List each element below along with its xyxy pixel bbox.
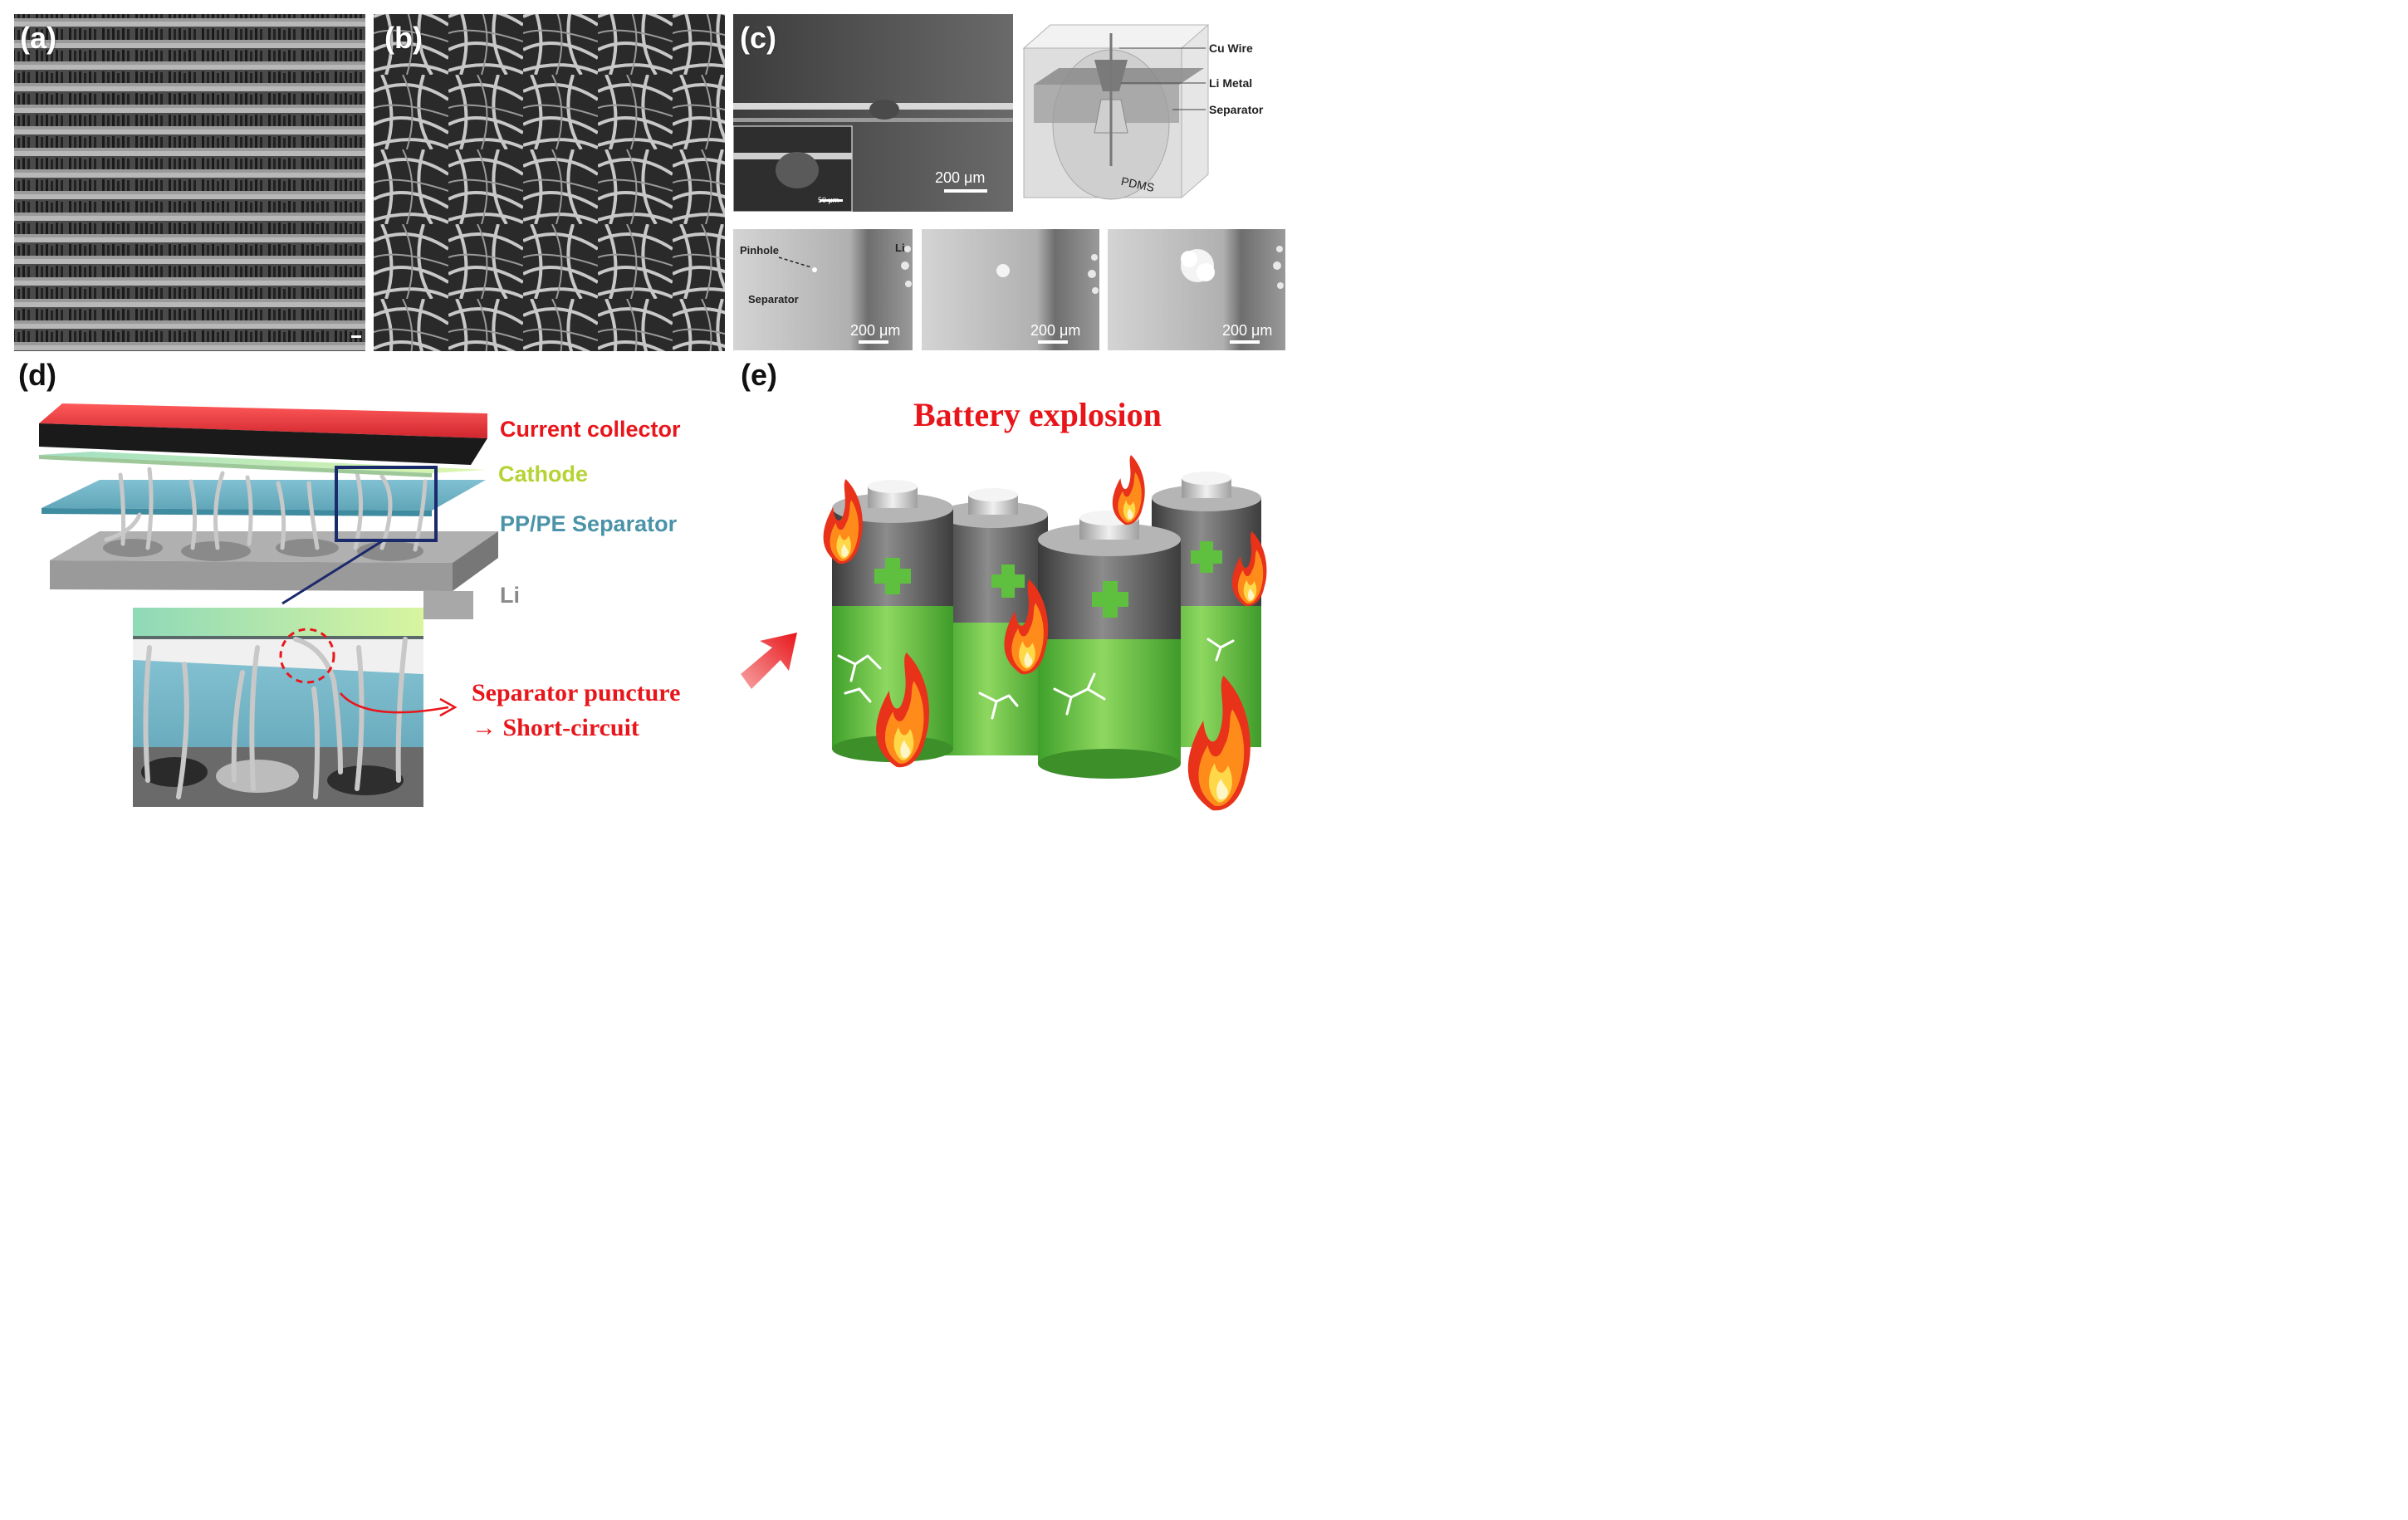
sem-image-a bbox=[14, 14, 365, 351]
pdms-schematic bbox=[1022, 24, 1210, 200]
puncture-label-line1: Separator puncture bbox=[472, 679, 681, 706]
battery-group bbox=[823, 455, 1267, 811]
transition-arrow bbox=[741, 633, 797, 689]
label-separator-c: Separator bbox=[1209, 103, 1264, 116]
panel-label-a: (a) bbox=[20, 21, 56, 55]
zoom-inset bbox=[133, 608, 458, 807]
panel-label-e: (e) bbox=[741, 358, 777, 392]
panel-label-d: (d) bbox=[18, 358, 56, 392]
battery-explosion-title: Battery explosion bbox=[913, 396, 1162, 433]
label-pinhole: Pinhole bbox=[740, 244, 779, 257]
scale-label-optical-3: 200 μm bbox=[1222, 322, 1273, 339]
scale-label-optical-2: 200 μm bbox=[1030, 322, 1081, 339]
zoom-box bbox=[335, 466, 438, 542]
sem-image-b bbox=[374, 14, 725, 351]
scale-label-c-inset: 50 μm bbox=[818, 196, 839, 204]
panel-label-b: (b) bbox=[384, 21, 423, 55]
label-cathode: Cathode bbox=[498, 462, 588, 486]
label-separator-optical: Separator bbox=[748, 293, 799, 305]
label-cu-wire: Cu Wire bbox=[1209, 42, 1253, 55]
optical-image-1 bbox=[733, 229, 913, 350]
scale-bar-c-inset bbox=[820, 199, 843, 202]
figure-canvas bbox=[14, 14, 1285, 811]
label-li-metal: Li Metal bbox=[1209, 76, 1253, 90]
puncture-label-line2: → Short-circuit bbox=[472, 714, 639, 741]
scale-bar-c-top bbox=[944, 189, 987, 193]
dendrite-small bbox=[996, 264, 1010, 277]
puncture-arrow bbox=[340, 692, 449, 714]
label-li: Li bbox=[500, 583, 520, 608]
scale-label-optical-1: 200 μm bbox=[850, 322, 901, 339]
label-li-optical: Li bbox=[895, 242, 905, 254]
panel-label-c: (c) bbox=[740, 21, 776, 55]
pinhole-dot bbox=[812, 267, 817, 272]
layer-stack-diagram bbox=[39, 403, 498, 619]
scale-bar-a bbox=[351, 335, 361, 338]
puncture-circle bbox=[279, 628, 335, 684]
label-pp-pe-separator: PP/PE Separator bbox=[500, 511, 678, 536]
scale-label-c-top: 200 μm bbox=[935, 169, 986, 186]
optical-image-2 bbox=[922, 229, 1099, 350]
label-current-collector: Current collector bbox=[500, 417, 681, 442]
